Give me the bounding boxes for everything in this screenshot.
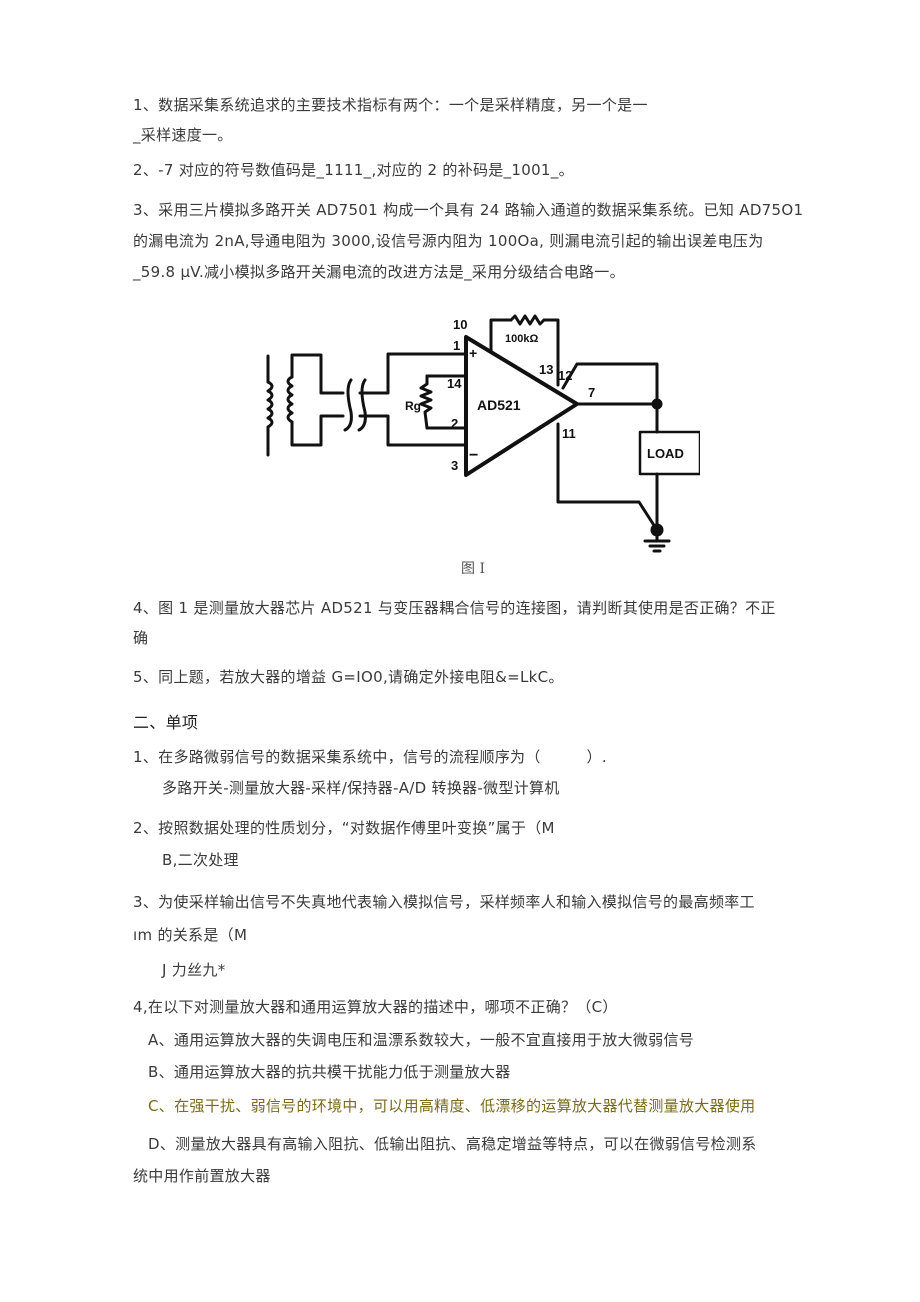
pin-10-label: 10 xyxy=(453,317,467,332)
coupling-capacitor-icon xyxy=(343,378,367,432)
choice-q3-line2: ım 的关系是（M xyxy=(133,926,248,944)
fill-q3-line3: _59.8 μV.减小模拟多路开关漏电流的改进方法是_采用分级结合电路一。 xyxy=(133,263,625,281)
choice-q2: 2、按照数据处理的性质划分，“对数据作傅里叶变换”属于（M xyxy=(133,819,555,837)
fill-q3-line2: 的漏电流为 2nA,导通电阻为 3000,设信号源内阻为 100Oa, 则漏电流… xyxy=(133,232,764,250)
rg-label: Rg xyxy=(405,399,421,413)
pin-2-label: 2 xyxy=(451,416,458,431)
load-label: LOAD xyxy=(647,446,684,461)
minus-sign: − xyxy=(469,447,478,464)
fill-q1-line2: _采样速度一。 xyxy=(133,126,233,144)
choice-q4-option-c: C、在强干扰、弱信号的环境中，可以用高精度、低漂移的运算放大器代替测量放大器使用 xyxy=(148,1097,756,1115)
choice-q3-answer: J 力丝九* xyxy=(162,961,226,979)
pin-3-label: 3 xyxy=(451,458,458,473)
choice-q4-option-d: D、测量放大器具有高输入阻抗、低输出阻抗、高稳定增益等特点，可以在微弱信号检测系 xyxy=(148,1135,757,1153)
fill-q4-line2: 确 xyxy=(133,629,149,647)
pin-1-label: 1 xyxy=(453,338,460,353)
choice-q1: 1、在多路微弱信号的数据采集系统中，信号的流程顺序为（ ）. xyxy=(133,748,607,766)
plus-sign: + xyxy=(469,345,477,361)
transformer-secondary-coil-icon xyxy=(286,353,345,447)
fill-q4-line1: 4、图 1 是测量放大器芯片 AD521 与变压器耦合信号的连接图，请判断其使用… xyxy=(133,599,776,617)
amplifier-triangle-icon xyxy=(464,335,579,477)
choice-q2-answer: B,二次处理 xyxy=(162,851,239,869)
fill-q3-line1: 3、采用三片模拟多路开关 AD7501 构成一个具有 24 路输入通道的数据采集… xyxy=(133,201,804,219)
choice-q3-line1: 3、为使采样输出信号不失真地代表输入模拟信号，采样频率人和输入模拟信号的最高频率… xyxy=(133,893,755,911)
choice-q4-option-a: A、通用运算放大器的失调电压和温漂系数较大，一般不宜直接用于放大微弱信号 xyxy=(148,1031,695,1049)
fill-q5: 5、同上题，若放大器的增益 G=IO0,请确定外接电阻&=LkC。 xyxy=(133,668,564,686)
section-title-single-choice: 二、单项 xyxy=(133,713,199,732)
transformer-primary-coil-icon xyxy=(266,354,274,457)
gain-resistor-icon xyxy=(419,374,467,430)
choice-q4: 4,在以下对测量放大器和通用运算放大器的描述中，哪项不正确？（C） xyxy=(133,998,618,1016)
fill-q2: 2、-7 对应的符号数值码是_1111_,对应的 2 的补码是_1001_。 xyxy=(133,161,574,179)
load-box xyxy=(638,430,700,476)
pin-7-label: 7 xyxy=(588,385,595,400)
pin-11-label: 11 xyxy=(562,426,576,441)
choice-q4-option-d-cont: 统中用作前置放大器 xyxy=(133,1167,271,1185)
circuit-diagram-ad521: 10 1 + 14 2 3 − Rg AD521 100kΩ 13 12 7 1… xyxy=(255,312,700,562)
feedback-resistor-icon xyxy=(489,314,560,387)
figure-caption: 图 I xyxy=(461,561,485,577)
ground-icon xyxy=(643,528,671,553)
choice-q4-option-b: B、通用运算放大器的抗共模干扰能力低于测量放大器 xyxy=(148,1063,511,1081)
choice-q1-answer: 多路开关-测量放大器-采样/保持器-A/D 转换器-微型计算机 xyxy=(162,779,560,797)
feedback-resistor-label: 100kΩ xyxy=(505,333,538,345)
pin-12-label: 12 xyxy=(558,368,572,383)
pin-13-label: 13 xyxy=(539,362,553,377)
fill-q1-line1: 1、数据采集系统追求的主要技术指标有两个：一个是采样精度，另一个是一 xyxy=(133,96,648,114)
chip-label: AD521 xyxy=(477,397,521,413)
pin-14-label: 14 xyxy=(447,376,462,391)
